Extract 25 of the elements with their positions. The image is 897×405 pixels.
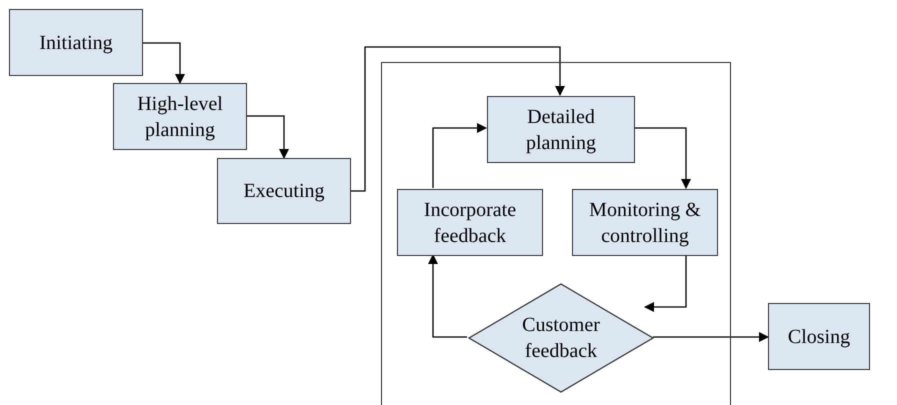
- process-box: [487, 96, 635, 163]
- process-box: [397, 189, 543, 256]
- arrow: [644, 255, 687, 312]
- node-text: Initiating: [38, 30, 114, 56]
- node-text: Closing: [786, 324, 852, 350]
- process-box: [768, 303, 870, 370]
- arrow: [351, 46, 565, 192]
- node-text: Detailed planning: [525, 104, 597, 156]
- arrow: [432, 123, 487, 188]
- process-box: [113, 83, 247, 150]
- process-box: [572, 189, 718, 256]
- group-frame: [381, 62, 731, 405]
- arrow: [634, 127, 691, 189]
- node-text: High-level planning: [136, 92, 224, 142]
- arrow: [247, 115, 289, 159]
- node-text: Monitoring & controlling: [588, 198, 702, 248]
- arrow: [653, 332, 769, 342]
- node-text: Executing: [242, 179, 326, 204]
- node-text: Customer feedback: [521, 313, 601, 364]
- arrow: [143, 42, 185, 84]
- process-box: [9, 9, 143, 76]
- arrow: [428, 254, 467, 338]
- process-box: [217, 158, 351, 224]
- node-text: Incorporate feedback: [422, 198, 518, 248]
- decision-diamond: [468, 283, 654, 393]
